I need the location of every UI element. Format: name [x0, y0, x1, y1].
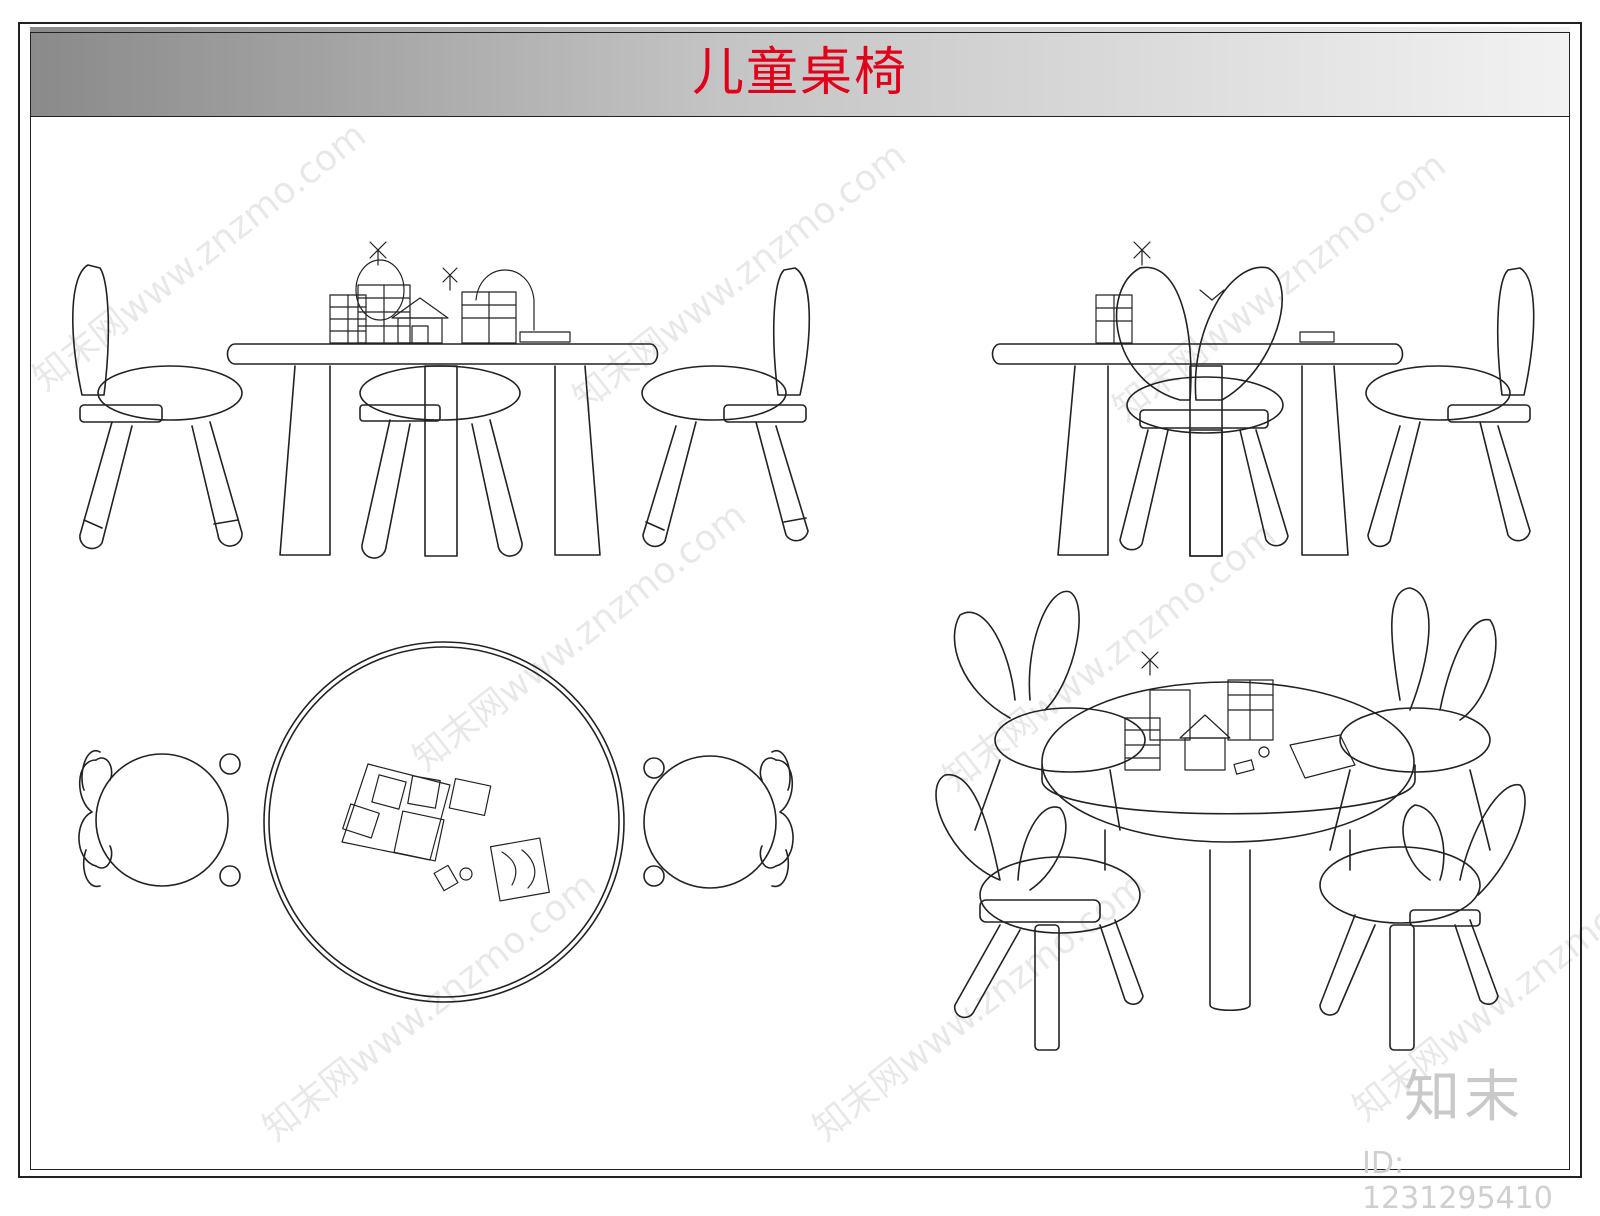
- front-elevation: [72, 241, 811, 559]
- page-title: 儿童桌椅: [691, 43, 908, 103]
- table-elevation: [226, 343, 659, 559]
- drawing-border-outer: [18, 22, 1582, 1178]
- chair-persp-back-left: [953, 590, 1146, 831]
- perspective-view: [935, 587, 1526, 1051]
- table-plan: [263, 641, 625, 1003]
- chair-plan-left: [78, 749, 241, 888]
- chair-persp-back-right: [1329, 587, 1497, 851]
- toys-plan: [341, 763, 550, 902]
- side-elevation: [991, 241, 1535, 557]
- chair-left-elevation: [72, 264, 243, 550]
- toy-blocks-side: [1095, 241, 1335, 344]
- watermark-logo: 知末: [1404, 1065, 1524, 1130]
- title-banner: [30, 27, 1570, 117]
- watermark-id: ID: 1231295410: [1362, 1146, 1553, 1216]
- chair-persp-front-left: [935, 774, 1144, 1051]
- chair-rabbit-front: [1115, 266, 1289, 557]
- toys-perspective: [1124, 651, 1356, 779]
- chair-persp-front-right: [1319, 784, 1526, 1051]
- chair-right-elevation: [641, 267, 811, 548]
- drawing-border-inner: [30, 32, 1570, 1170]
- table-side: [991, 343, 1404, 557]
- chair-side-right: [1365, 267, 1535, 548]
- chair-plan-right: [643, 749, 794, 889]
- plan-view: [78, 641, 794, 1003]
- toy-blocks-elevation: [329, 241, 571, 344]
